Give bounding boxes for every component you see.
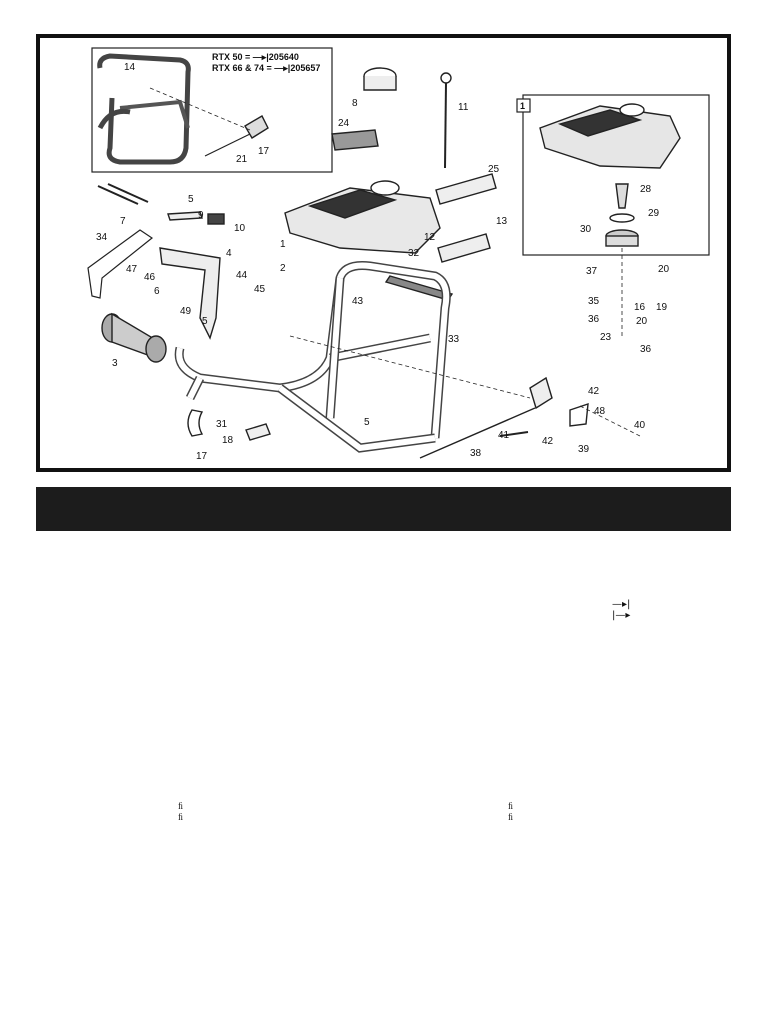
callout: 36	[640, 344, 652, 355]
callout: 42	[542, 436, 554, 447]
callout: 34	[96, 232, 108, 243]
callout: 5	[188, 194, 194, 205]
callout: 8	[352, 98, 358, 109]
inset-box-frame	[91, 47, 333, 173]
callout: 44	[236, 270, 248, 281]
callout: 47	[126, 264, 138, 275]
callout: 18	[222, 435, 234, 446]
inset-box-label: 1	[520, 101, 525, 111]
callout: 2	[280, 263, 286, 274]
title-bar	[36, 487, 731, 531]
callout: 38	[470, 448, 482, 459]
callout: 14	[124, 62, 136, 73]
callout: 42	[588, 386, 600, 397]
callout: 43	[352, 296, 364, 307]
callout: 29	[648, 208, 660, 219]
callout: 4	[226, 248, 232, 259]
callout: 45	[254, 284, 266, 295]
callout: 3	[112, 358, 118, 369]
callout: 35	[588, 296, 600, 307]
callout: 7	[120, 216, 126, 227]
exploded-view: RTX 50 = —▸|205640 RTX 66 & 74 = —▸|2056…	[87, 47, 710, 462]
inset-legend-line1: RTX 50 = —▸|205640	[212, 52, 299, 62]
callout: 10	[234, 223, 246, 234]
callout: 39	[578, 444, 590, 455]
callout: 33	[448, 334, 460, 345]
callout: 49	[180, 306, 192, 317]
callout: 24	[338, 118, 350, 129]
ligature-fi: ﬁ	[178, 801, 184, 811]
callout: 48	[594, 406, 606, 417]
callout: 19	[656, 302, 668, 313]
callout: 20	[658, 264, 670, 275]
callout: 25	[488, 164, 500, 175]
callout: 31	[216, 419, 228, 430]
callout: 41	[498, 430, 510, 441]
callout: 37	[586, 266, 598, 277]
callout: 40	[634, 420, 646, 431]
callout: 46	[144, 272, 156, 283]
callout: 5	[202, 316, 208, 327]
symbol-2: |—▸	[612, 610, 631, 621]
callout: 6	[154, 286, 160, 297]
ligature-fi: ﬁ	[508, 812, 514, 822]
callout: 12	[424, 232, 436, 243]
ligature-fi: ﬁ	[508, 801, 514, 811]
ligature-fi: ﬁ	[178, 812, 184, 822]
callout: 16	[634, 302, 646, 313]
callout: 21	[236, 154, 248, 165]
callout: 32	[408, 248, 420, 259]
callout: 17	[258, 146, 270, 157]
callout: 20	[636, 316, 648, 327]
callout: 23	[600, 332, 612, 343]
callout: 13	[496, 216, 508, 227]
callout: 17	[196, 451, 208, 462]
callout: 5	[364, 417, 370, 428]
callout: 30	[580, 224, 592, 235]
parts-diagram: RTX 50 = —▸|205640 RTX 66 & 74 = —▸|2056…	[36, 34, 731, 472]
callout: 28	[640, 184, 652, 195]
inset-legend-line2: RTX 66 & 74 = —▸|205657	[212, 63, 320, 73]
callout: 36	[588, 314, 600, 325]
symbol-1: —▸|	[612, 599, 631, 610]
inset-box-right-frame	[522, 94, 710, 256]
callout: 9	[198, 210, 204, 221]
callout: 11	[458, 102, 469, 113]
callout: 1	[280, 239, 286, 250]
